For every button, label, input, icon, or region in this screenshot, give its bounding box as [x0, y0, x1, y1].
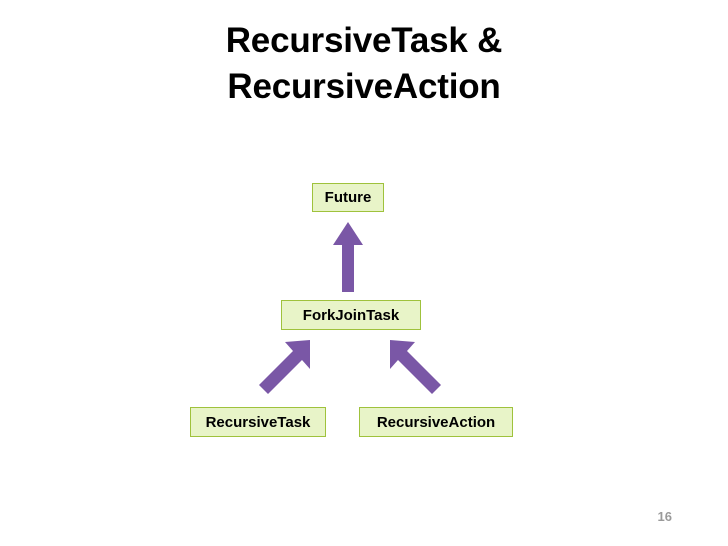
diagram-node-recursiveaction-label: RecursiveAction	[376, 413, 496, 431]
diagram-node-recursivetask: RecursiveTask	[190, 407, 326, 437]
diagram-node-forkjointask-label: ForkJoinTask	[302, 306, 400, 324]
diagram-node-future: Future	[312, 183, 384, 212]
diagram-node-forkjointask: ForkJoinTask	[281, 300, 421, 330]
arrow-recursivetask-to-forkjointask	[259, 340, 310, 394]
page-title-line-1: RecursiveTask &	[225, 21, 503, 60]
page-title: RecursiveTask & RecursiveAction	[64, 18, 664, 109]
arrow-forkjointask-to-future	[333, 222, 363, 292]
page-number: 16	[657, 509, 672, 524]
arrow-recursiveaction-to-forkjointask	[390, 340, 441, 394]
page-title-line-2: RecursiveAction	[227, 66, 501, 106]
diagram-node-recursivetask-label: RecursiveTask	[205, 413, 311, 431]
diagram-node-recursiveaction: RecursiveAction	[359, 407, 513, 437]
diagram-node-future-label: Future	[324, 189, 372, 206]
